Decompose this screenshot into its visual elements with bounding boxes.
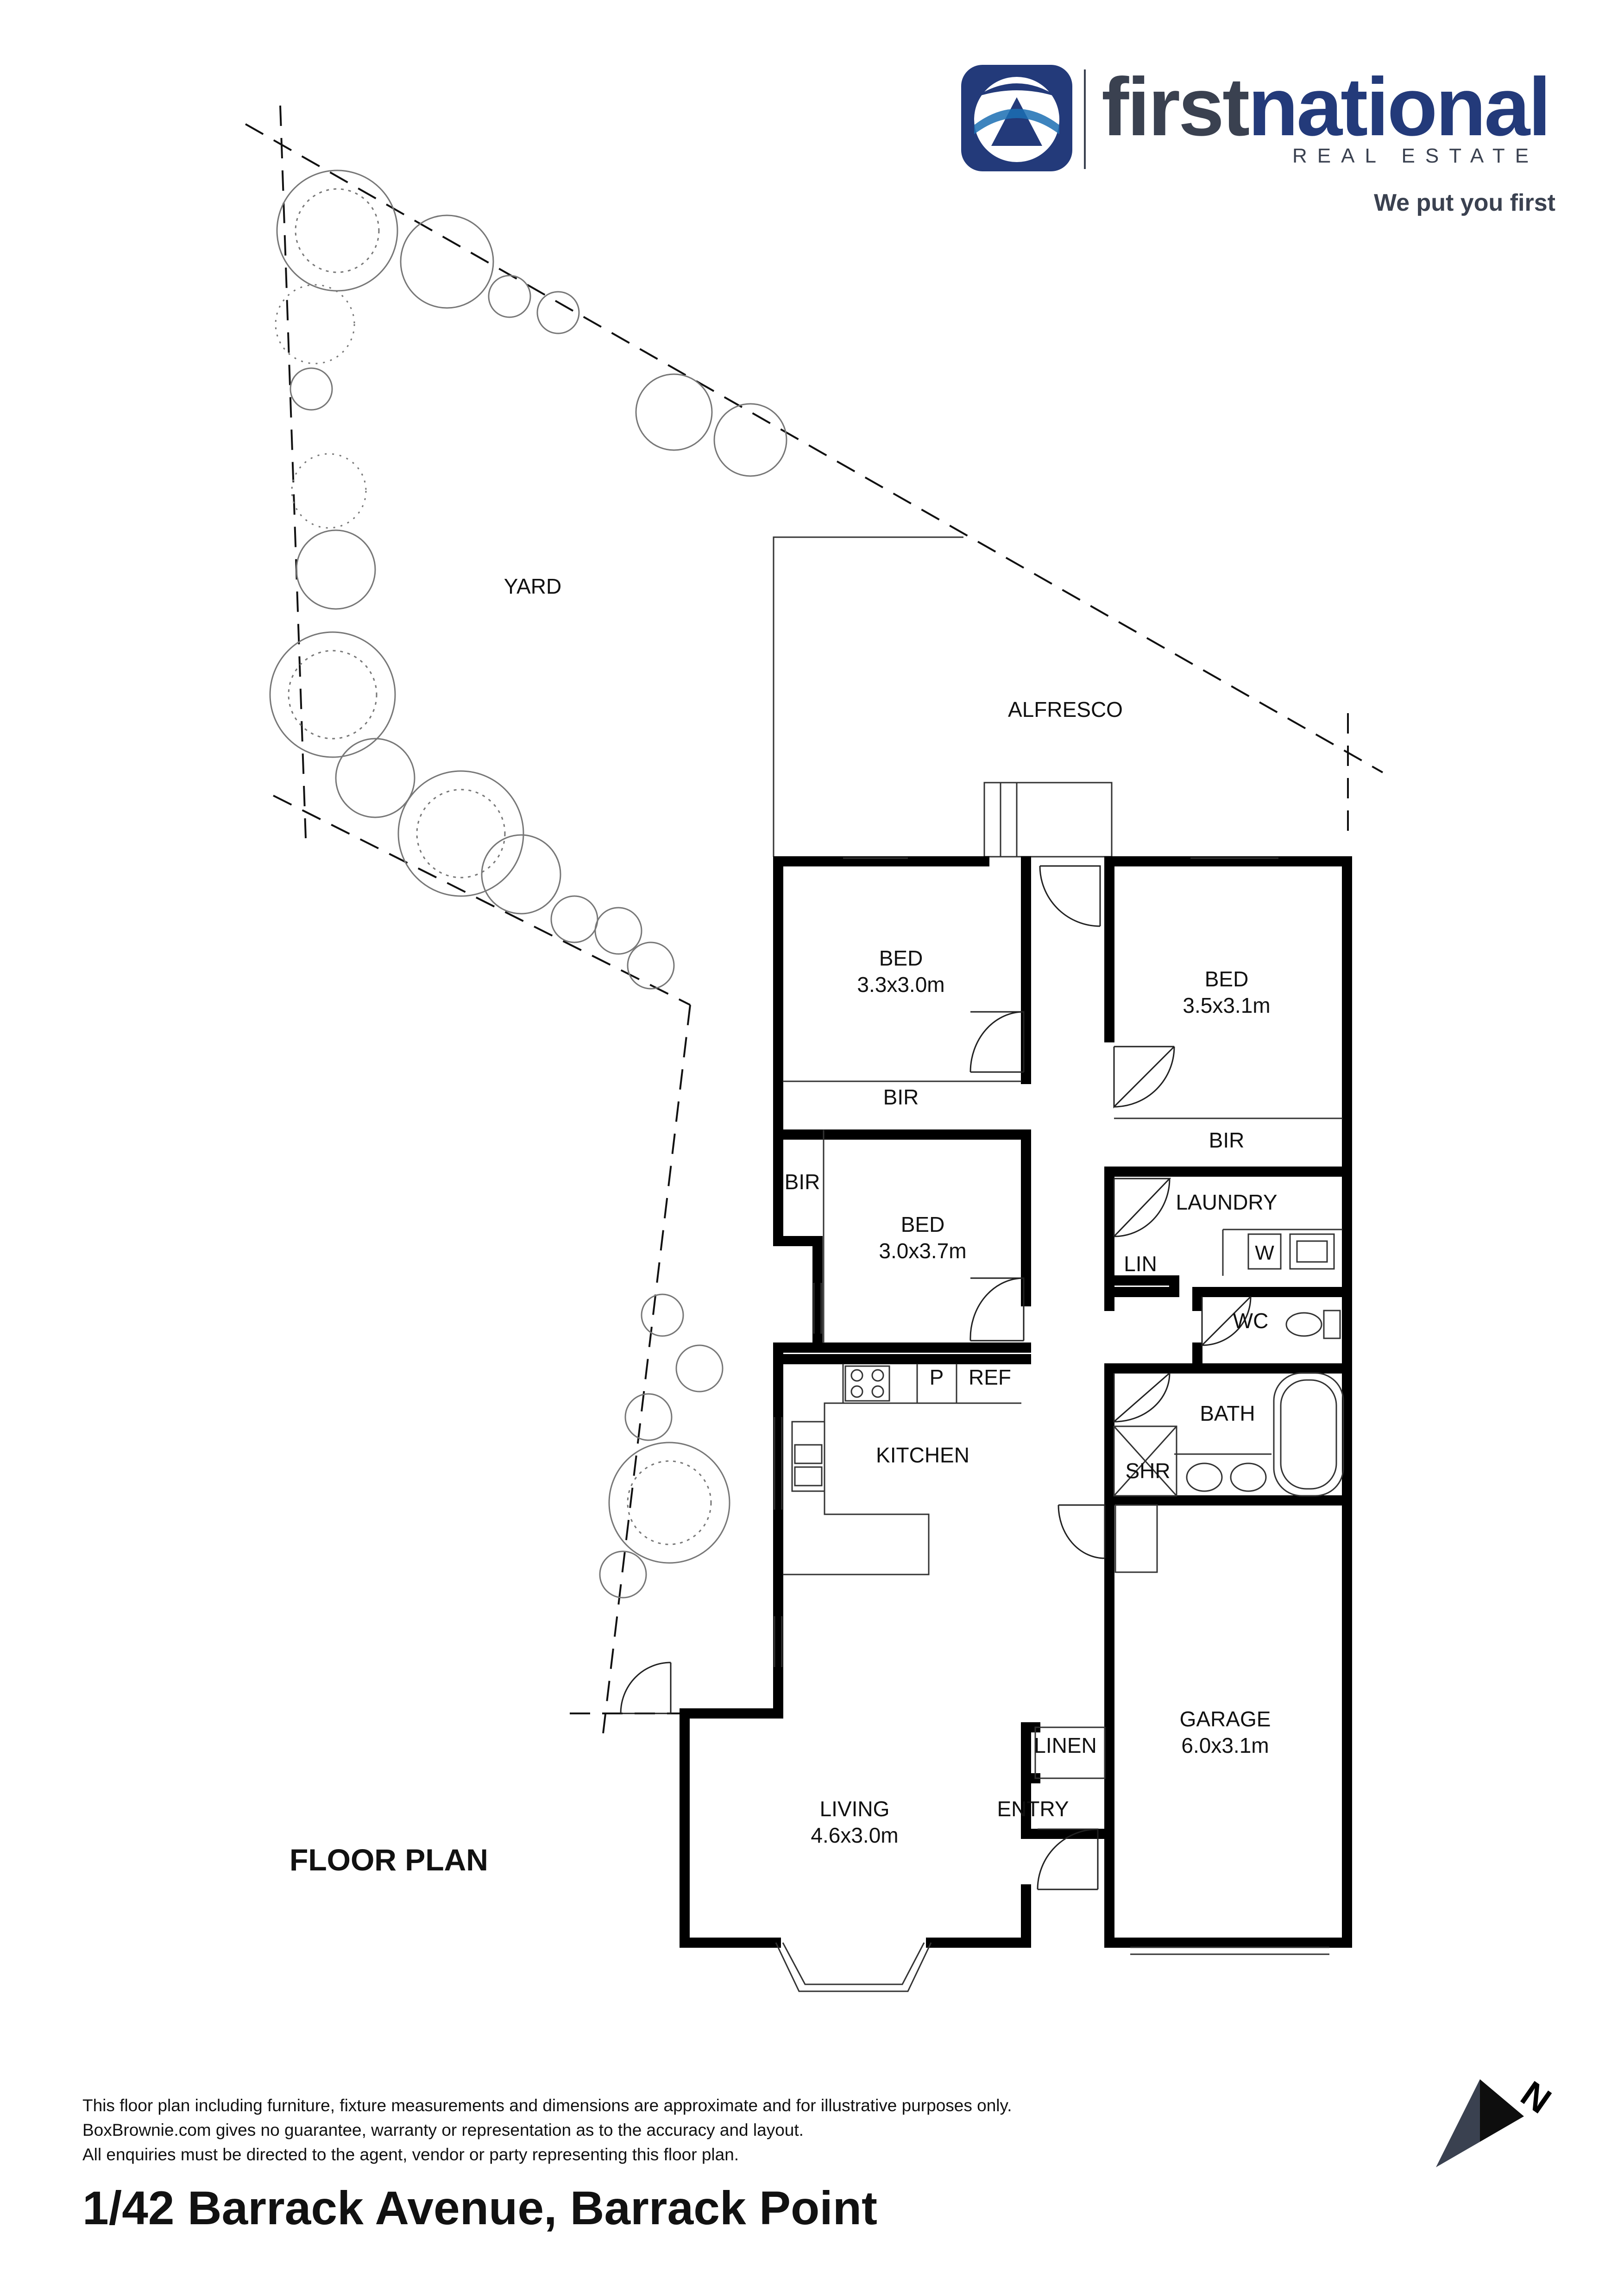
label-fridge: REF bbox=[969, 1365, 1011, 1389]
label-shower: SHR bbox=[1125, 1459, 1170, 1483]
label-bir3: BIR bbox=[785, 1170, 820, 1194]
label-bed1-size: 3.3x3.0m bbox=[857, 972, 944, 997]
trees bbox=[269, 169, 787, 1599]
brand-name: firstnational bbox=[1102, 66, 1551, 148]
label-bed1: BED bbox=[879, 946, 923, 970]
room-labels: YARD ALFRESCO BED 3.3x3.0m BIR BED 3.5x3… bbox=[504, 574, 1278, 1847]
walls bbox=[680, 856, 1352, 1948]
label-yard: YARD bbox=[504, 574, 561, 598]
label-kitchen: KITCHEN bbox=[876, 1443, 969, 1467]
windows bbox=[774, 857, 1329, 1955]
logo-divider bbox=[1084, 69, 1086, 169]
brand-name-first: first bbox=[1102, 61, 1250, 153]
label-bed3-size: 3.0x3.7m bbox=[879, 1239, 966, 1263]
bay-window bbox=[775, 1942, 932, 1992]
doors bbox=[620, 865, 1252, 1890]
label-garage: GARAGE bbox=[1180, 1707, 1271, 1731]
compass-label: N bbox=[1514, 2073, 1559, 2121]
label-bir2: BIR bbox=[1209, 1128, 1245, 1152]
label-linen: LINEN bbox=[1034, 1733, 1096, 1757]
label-lin: LIN bbox=[1124, 1252, 1157, 1276]
disclaimer-line-1: This floor plan including furniture, fix… bbox=[82, 2096, 1012, 2115]
brand-subtitle: REAL ESTATE bbox=[1292, 144, 1539, 167]
brand-name-national: national bbox=[1248, 61, 1551, 153]
label-bir1: BIR bbox=[883, 1085, 919, 1109]
label-alfresco: ALFRESCO bbox=[1008, 697, 1123, 721]
joinery bbox=[783, 1080, 1344, 1779]
property-address: 1/42 Barrack Avenue, Barrack Point bbox=[82, 2182, 877, 2234]
disclaimer-line-2: BoxBrownie.com gives no guarantee, warra… bbox=[82, 2120, 804, 2139]
label-bed3: BED bbox=[901, 1212, 945, 1236]
label-pantry: P bbox=[930, 1365, 944, 1389]
disclaimer: This floor plan including furniture, fix… bbox=[82, 2093, 1012, 2167]
label-wc: WC bbox=[1233, 1309, 1269, 1333]
label-living-size: 4.6x3.0m bbox=[811, 1823, 898, 1847]
label-bed2-size: 3.5x3.1m bbox=[1183, 993, 1270, 1017]
label-washer: W bbox=[1255, 1242, 1274, 1264]
floor-plan-title: FLOOR PLAN bbox=[290, 1843, 488, 1877]
label-laundry: LAUNDRY bbox=[1176, 1190, 1278, 1214]
disclaimer-line-3: All enquiries must be directed to the ag… bbox=[82, 2145, 739, 2164]
north-arrow-icon: N bbox=[1436, 2073, 1559, 2167]
first-national-logo-icon bbox=[961, 65, 1072, 171]
brand-tagline: We put you first bbox=[1374, 189, 1555, 216]
label-bath: BATH bbox=[1200, 1401, 1255, 1425]
label-entry: ENTRY bbox=[997, 1797, 1069, 1821]
property-boundary bbox=[245, 105, 1383, 1742]
label-bed2: BED bbox=[1205, 967, 1249, 991]
label-garage-size: 6.0x3.1m bbox=[1181, 1733, 1269, 1757]
alfresco-outline bbox=[773, 536, 1113, 858]
label-living: LIVING bbox=[820, 1797, 890, 1821]
